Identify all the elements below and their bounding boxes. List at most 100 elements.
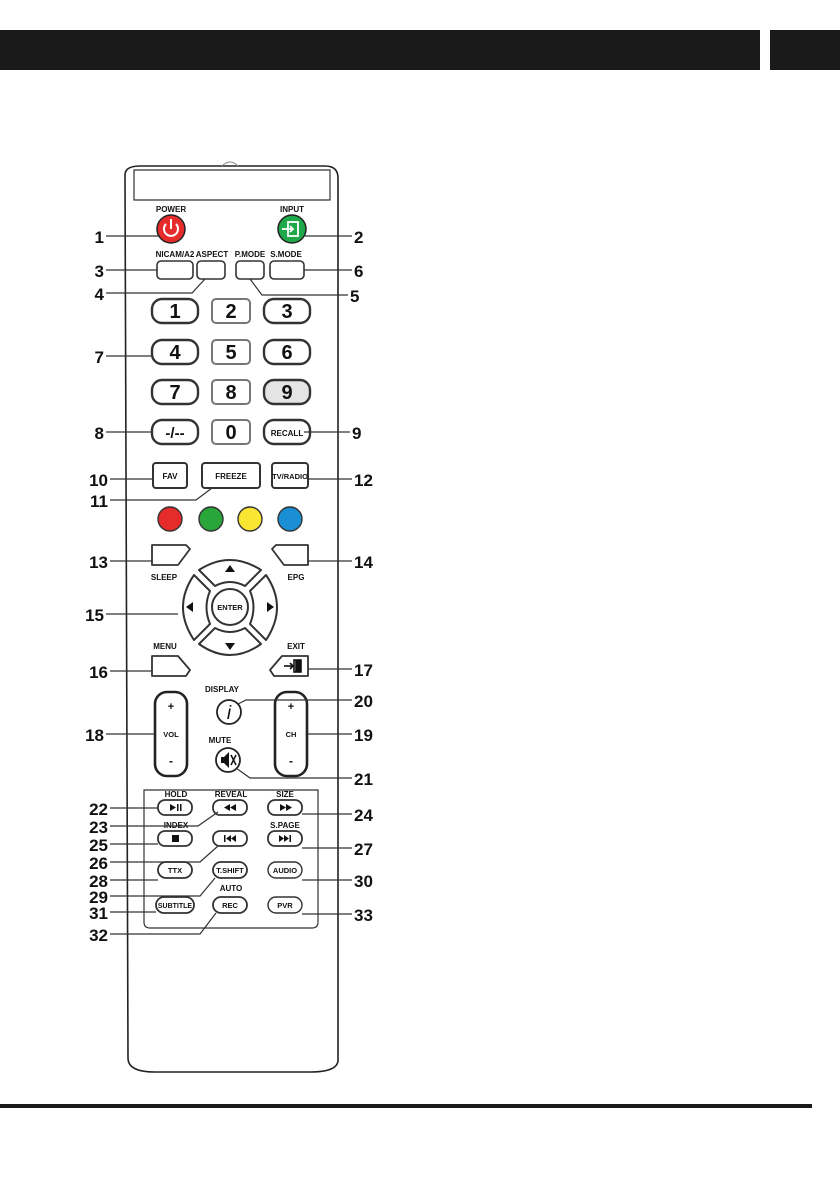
mute-label: MUTE	[209, 736, 232, 745]
dpad-left-button[interactable]	[182, 574, 211, 641]
green-key[interactable]	[198, 506, 224, 532]
tshift-button[interactable]	[212, 861, 248, 879]
svg-text:1: 1	[169, 301, 180, 323]
display-label: DISPLAY	[205, 685, 240, 694]
callout-9: 9	[352, 424, 361, 443]
header-bar	[0, 30, 760, 70]
svg-text:8: 8	[225, 382, 236, 404]
sleep-button[interactable]	[151, 544, 191, 566]
callout-27: 27	[354, 840, 373, 859]
ch-label: CH	[286, 730, 297, 739]
svg-text:FREEZE: FREEZE	[215, 472, 247, 481]
epg-button[interactable]	[271, 544, 309, 566]
smode-label: S.MODE	[270, 250, 302, 259]
key-7[interactable]	[150, 378, 200, 406]
exit-icon	[284, 659, 302, 673]
callout-numbers: 1 2 3 4 5 6 7 8 9 10 11 12 13 14 15 16 1…	[85, 228, 373, 945]
svg-text:4: 4	[169, 342, 181, 364]
svg-text:REC: REC	[222, 901, 238, 910]
number-pad: 1 2 3 4 5 6 7 8 9 -/-- 0 RECALL	[150, 297, 312, 446]
red-key[interactable]	[157, 506, 183, 532]
key-8[interactable]	[211, 379, 251, 405]
dpad-right-button[interactable]	[249, 574, 278, 641]
svg-text:6: 6	[281, 342, 292, 364]
display-button[interactable]	[216, 699, 242, 725]
callout-22: 22	[89, 800, 108, 819]
stop-icon	[172, 835, 179, 842]
power-label: POWER	[156, 205, 186, 214]
audio-button[interactable]	[267, 861, 303, 879]
power-icon	[163, 219, 179, 237]
pmode-label: P.MODE	[235, 250, 266, 259]
subtitle-button[interactable]	[155, 896, 195, 914]
size-label: SIZE	[276, 790, 294, 799]
reveal-label: REVEAL	[215, 790, 248, 799]
callout-3: 3	[95, 262, 104, 281]
dpad-up-button[interactable]	[198, 559, 262, 587]
input-label: INPUT	[280, 205, 304, 214]
pmode-button[interactable]	[235, 260, 265, 280]
footer-rule	[0, 1104, 812, 1108]
rec-button[interactable]	[212, 896, 248, 914]
pvr-button[interactable]	[267, 896, 303, 914]
callout-11: 11	[90, 492, 108, 511]
callout-1: 1	[95, 228, 104, 247]
blue-key[interactable]	[277, 506, 303, 532]
svg-text:7: 7	[169, 382, 180, 404]
aspect-button[interactable]	[196, 260, 226, 280]
callout-29: 29	[89, 888, 108, 907]
callout-13: 13	[89, 553, 108, 572]
key-2[interactable]	[211, 298, 251, 324]
svg-text:3: 3	[281, 301, 292, 323]
callout-4: 4	[95, 285, 105, 304]
fav-button[interactable]	[152, 462, 188, 489]
hold-label: HOLD	[165, 790, 188, 799]
key-6[interactable]	[262, 338, 312, 366]
key-9[interactable]	[262, 378, 312, 406]
lower-panel	[143, 789, 319, 929]
svg-text:AUDIO: AUDIO	[273, 866, 297, 875]
callout-10: 10	[89, 471, 108, 490]
skip-forward-icon	[279, 835, 291, 842]
callout-30: 30	[354, 872, 373, 891]
freeze-button[interactable]	[201, 462, 261, 489]
nicam-label: NICAM/A2	[156, 250, 195, 259]
menu-button[interactable]	[151, 655, 191, 677]
callout-32: 32	[89, 926, 108, 945]
callout-8: 8	[95, 424, 104, 443]
yellow-key[interactable]	[237, 506, 263, 532]
svg-text:PVR: PVR	[277, 901, 293, 910]
down-arrow-icon	[225, 643, 235, 650]
callout-2: 2	[354, 228, 363, 247]
callout-24: 24	[354, 806, 373, 825]
svg-text:TV/RADIO: TV/RADIO	[272, 472, 308, 481]
key-4[interactable]	[150, 338, 200, 366]
up-arrow-icon	[225, 565, 235, 572]
callout-31: 31	[89, 904, 108, 923]
dpad-down-button[interactable]	[198, 627, 262, 656]
svg-text:0: 0	[225, 422, 236, 444]
key-1[interactable]	[150, 297, 200, 325]
ir-window	[133, 169, 331, 201]
key-5[interactable]	[211, 339, 251, 365]
tvradio-button[interactable]	[271, 462, 309, 489]
key-0[interactable]	[211, 419, 251, 445]
callout-20: 20	[354, 692, 373, 711]
epg-label: EPG	[288, 573, 305, 582]
enter-button[interactable]	[211, 588, 249, 626]
smode-button[interactable]	[269, 260, 305, 280]
callout-5: 5	[350, 287, 359, 306]
svg-text:ENTER: ENTER	[217, 603, 243, 612]
sleep-label: SLEEP	[151, 573, 178, 582]
leader-lines	[106, 235, 352, 935]
key-3[interactable]	[262, 297, 312, 325]
svg-text:2: 2	[225, 301, 236, 323]
callout-26: 26	[89, 854, 108, 873]
callout-19: 19	[354, 726, 373, 745]
callout-18: 18	[85, 726, 104, 745]
rewind-icon	[224, 804, 236, 811]
nicam-button[interactable]	[156, 260, 194, 280]
right-arrow-icon	[267, 602, 274, 612]
input-icon	[282, 221, 299, 237]
